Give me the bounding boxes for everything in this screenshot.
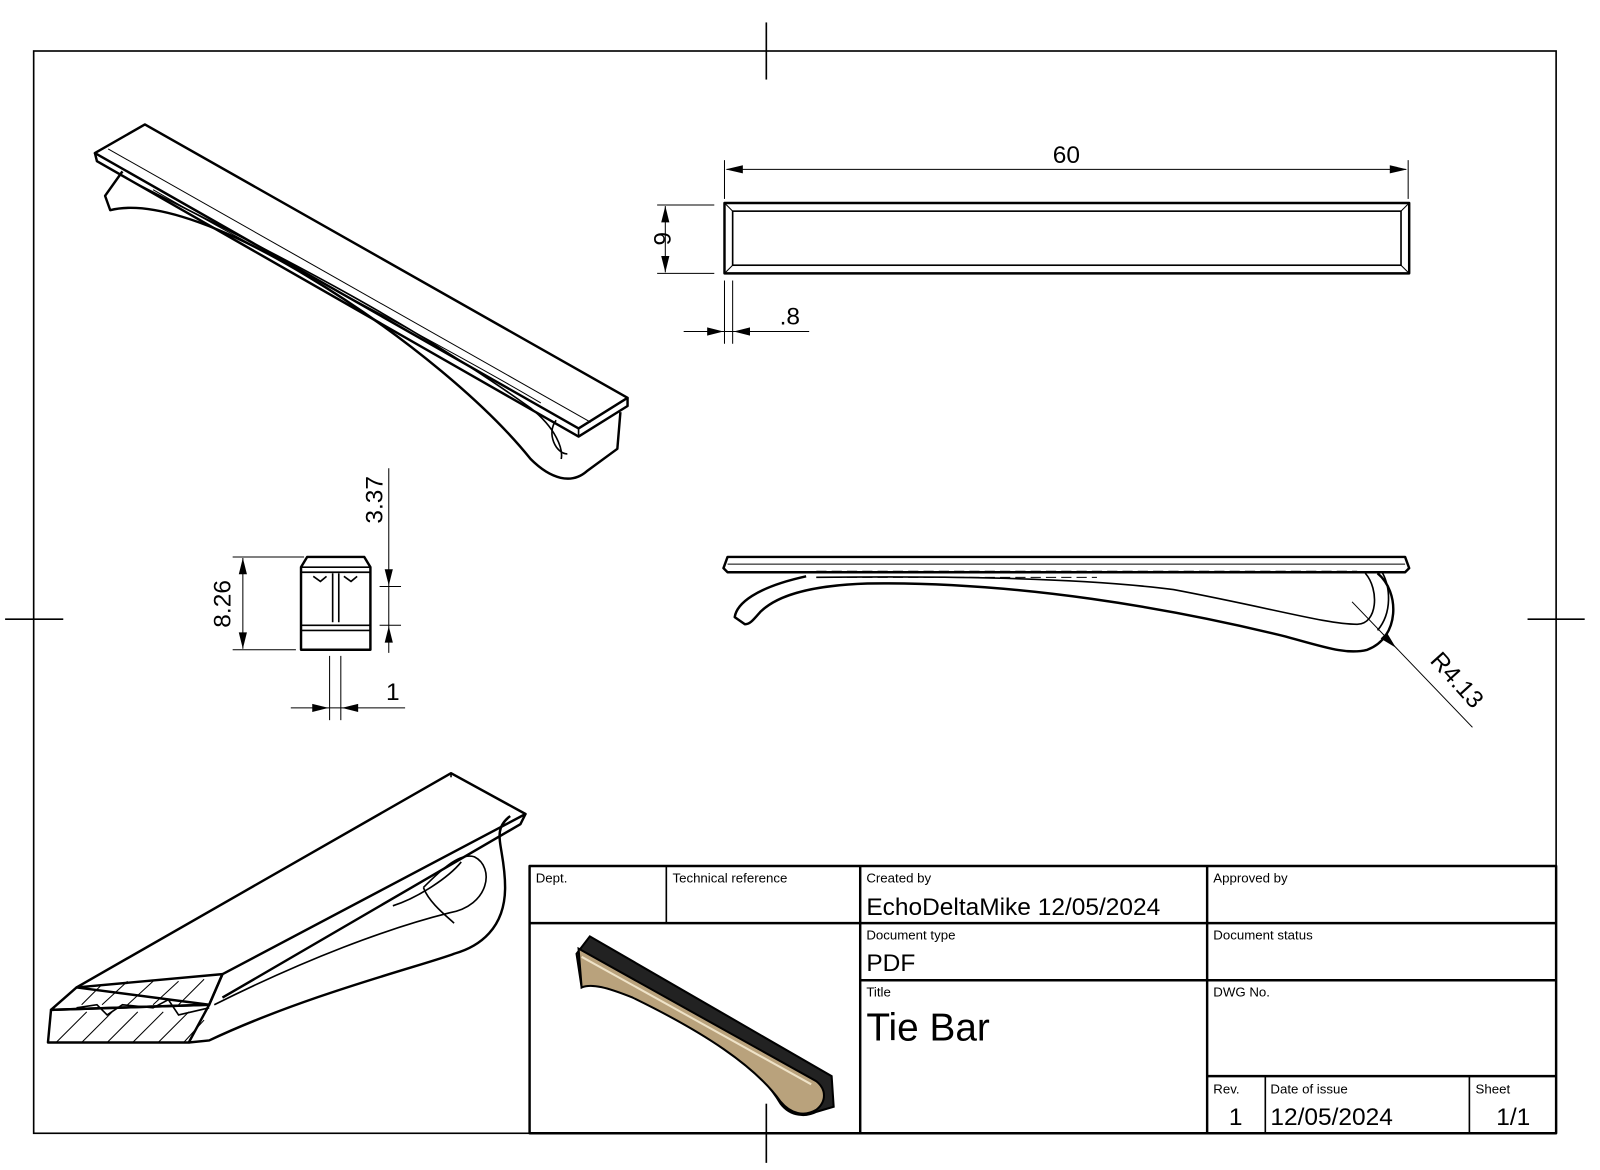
document-status-label: Document status [1213,927,1313,942]
top-view [657,160,1411,344]
created-by-label: Created by [866,870,931,885]
dimension-clip-gap: 3.37 [362,476,389,524]
document-type-label: Document type [866,927,955,942]
rev-value: 1 [1229,1104,1243,1131]
dept-label: Dept. [536,870,568,885]
dimension-length: 60 [1053,142,1080,169]
side-view [722,555,1473,728]
date-of-issue-value: 12/05/2024 [1270,1104,1392,1131]
title-value: Tie Bar [866,1006,990,1049]
dimension-chamfer: .8 [780,303,800,330]
date-of-issue-label: Date of issue [1270,1081,1347,1096]
centering-marks [5,22,1585,1163]
isometric-section-view [46,771,527,1044]
document-type-value: PDF [866,950,915,977]
title-block [528,864,1558,1135]
sheet-label: Sheet [1476,1081,1511,1096]
thumbnail-render [575,935,835,1117]
dimension-slot: 1 [386,679,400,706]
created-by-value: EchoDeltaMike 12/05/2024 [866,894,1160,921]
rev-label: Rev. [1213,1081,1239,1096]
title-label: Title [866,985,891,1000]
isometric-view-top [93,123,629,480]
dwg-no-label: DWG No. [1213,985,1270,1000]
dimension-radius: R4.13 [1425,647,1489,714]
dimension-width: 6 [648,232,675,246]
technical-reference-label: Technical reference [672,870,787,885]
approved-by-label: Approved by [1213,870,1288,885]
end-view [232,468,406,721]
dimension-height: 8.26 [210,580,237,628]
sheet-value: 1/1 [1496,1104,1530,1131]
